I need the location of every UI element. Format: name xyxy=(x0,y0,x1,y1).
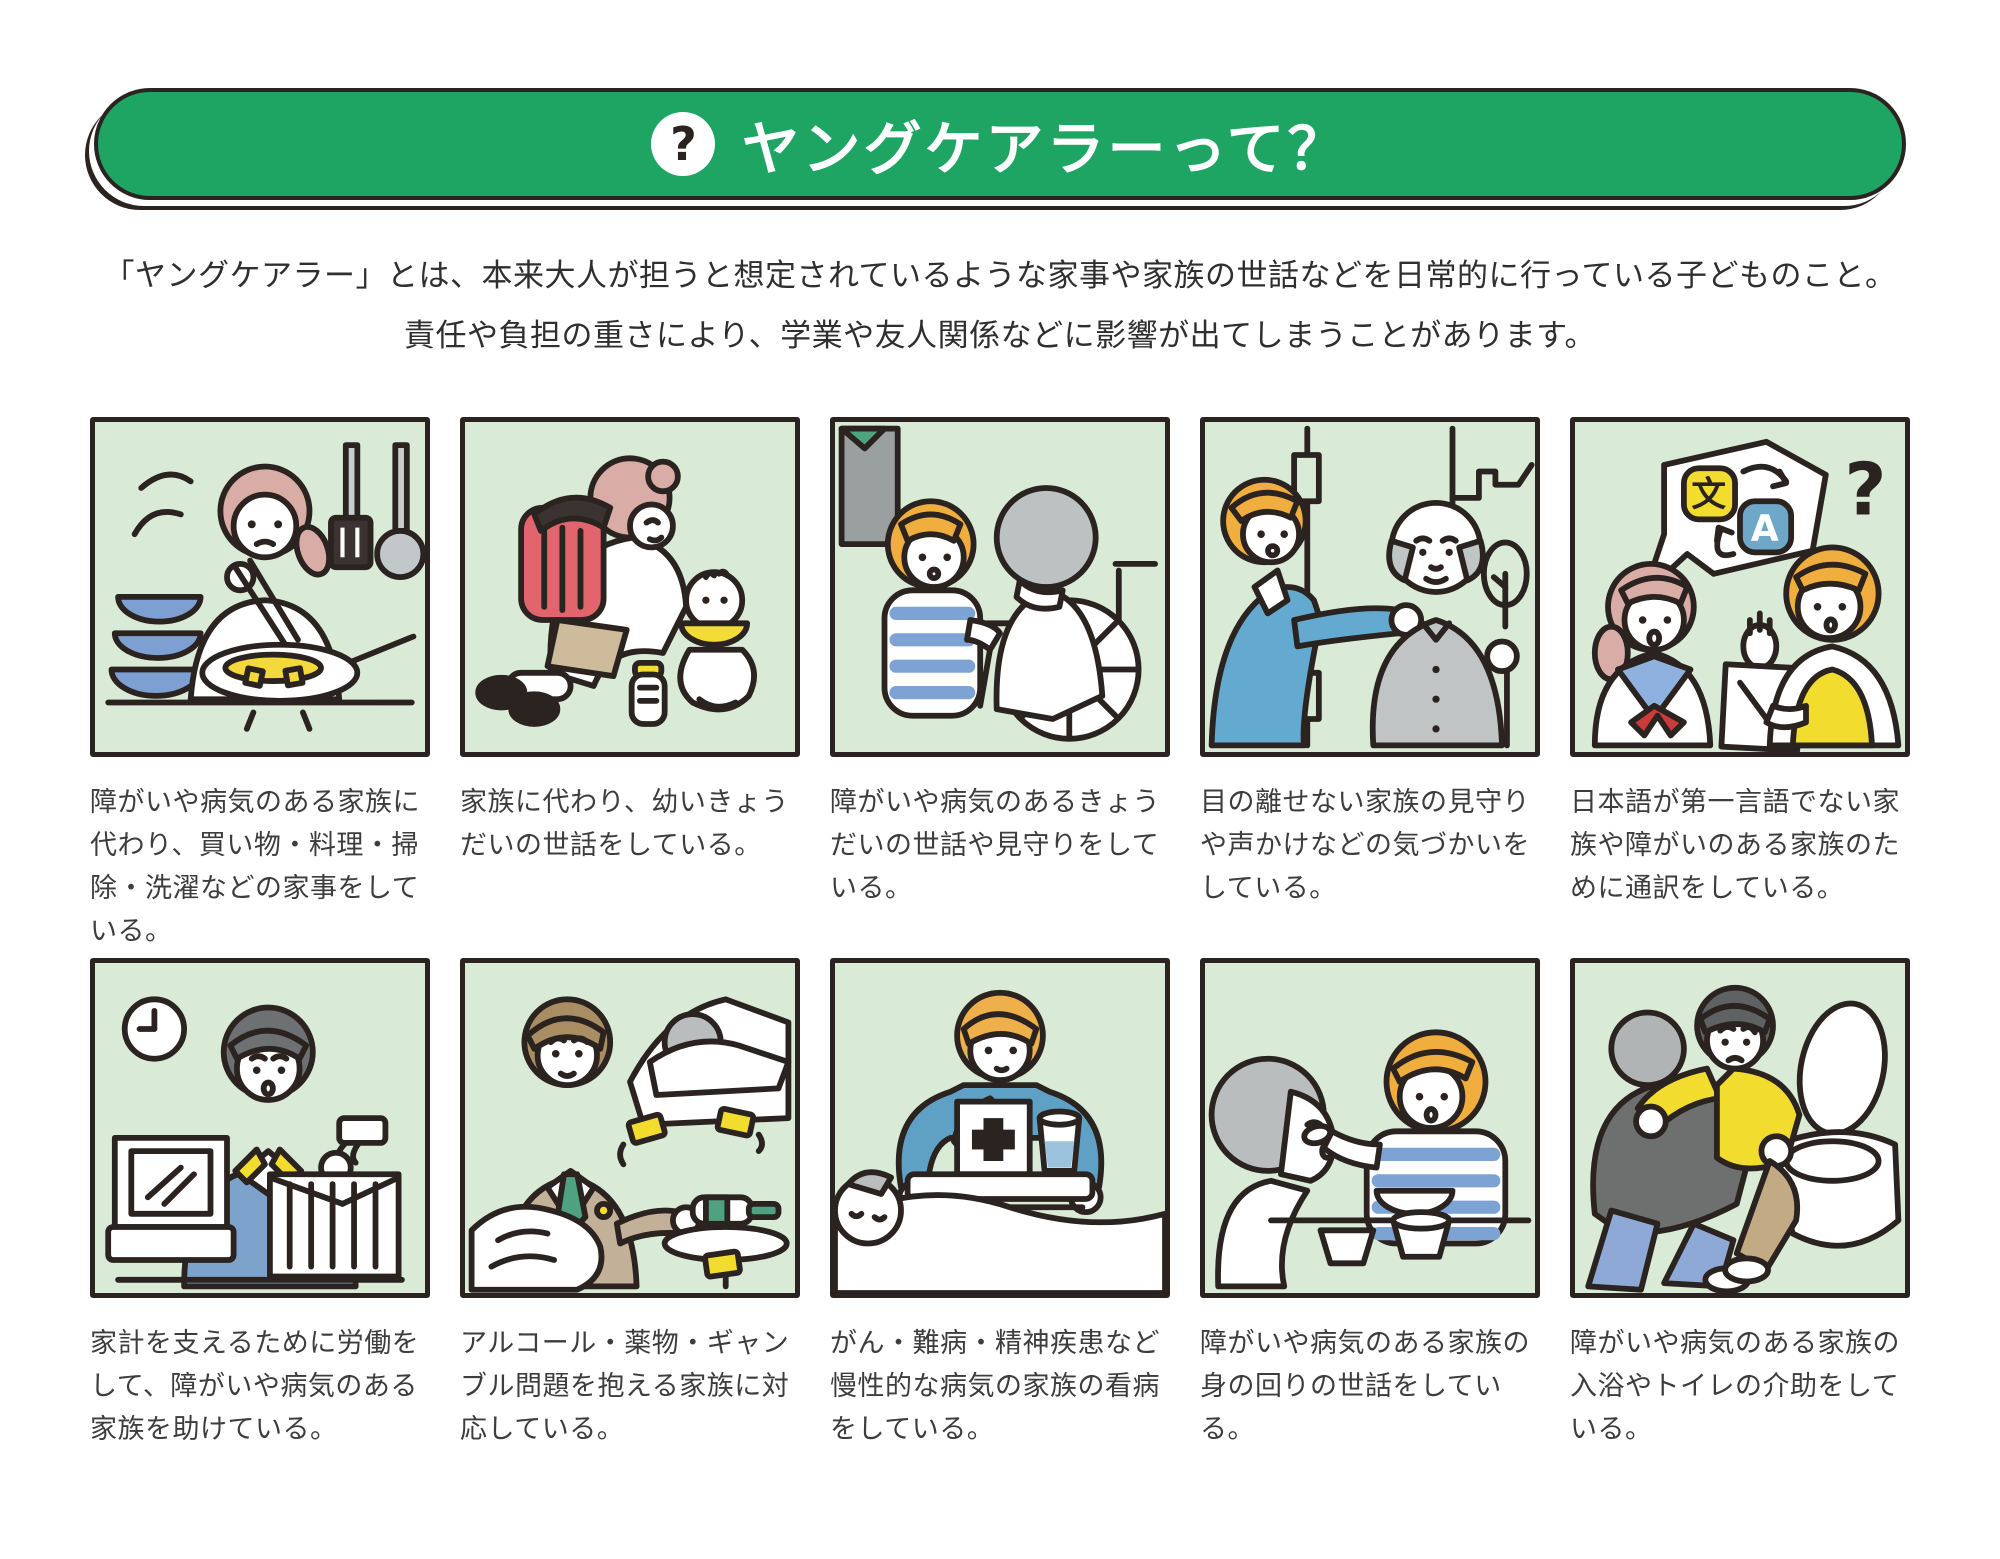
panel-bathing-toilet-assist: 障がいや病気のある家族の入浴やトイレの介助をしている。 xyxy=(1570,957,1910,1472)
panel-watching-over-family: 目の離せない家族の見守りや声かけなどの気づかいをしている。 xyxy=(1200,416,1540,954)
svg-text:?: ? xyxy=(1844,448,1886,532)
cooking-housework-illustration xyxy=(90,416,430,757)
wheelchair-sibling-care-illustration xyxy=(830,416,1170,757)
nursing-chronic-illness-illustration xyxy=(830,957,1170,1298)
bathing-toilet-assist-illustration xyxy=(1570,957,1910,1298)
intro-text: 「ヤングケアラー」とは、本来大人が担うと想定されているような家事や家族の世話など… xyxy=(0,246,2000,367)
babysitting-sibling-illustration xyxy=(460,416,800,757)
intro-line-1: 「ヤングケアラー」とは、本来大人が担うと想定されているような家事や家族の世話など… xyxy=(103,258,1897,294)
panel-cooking-housework: 障がいや病気のある家族に代わり、買い物・料理・掃除・洗濯などの家事をしている。 xyxy=(90,416,430,954)
panel-caption: 障がいや病気のある家族の入浴やトイレの介助をしている。 xyxy=(1570,1327,1900,1445)
page-title: ヤングケアラーって？ xyxy=(741,115,1349,183)
panel-alcohol-drug-gambling-problem: アルコール・薬物・ギャンブル問題を抱える家族に対応している。 xyxy=(460,957,800,1472)
panel-caption: 日本語が第一言語でない家族や障がいのある家族のために通訳をしている。 xyxy=(1570,786,1900,905)
panel-working-to-support-family: 家計を支えるために労働をして、障がいや病気のある家族を助けている。 xyxy=(90,957,430,1472)
panel-caption: がん・難病・精神疾患など慢性的な病気の家族の看病をしている。 xyxy=(830,1327,1160,1445)
daily-personal-care-illustration xyxy=(1200,957,1540,1298)
question-icon: ? xyxy=(651,112,716,176)
svg-text:A: A xyxy=(1751,507,1779,550)
panel-caption: 家族に代わり、幼いきょうだいの世話をしている。 xyxy=(460,786,789,862)
panel-nursing-chronic-illness: がん・難病・精神疾患など慢性的な病気の家族の看病をしている。 xyxy=(830,957,1170,1472)
header-banner: ? ヤングケアラーって？ xyxy=(94,88,1906,200)
panel-wheelchair-sibling-care: 障がいや病気のあるきょうだいの世話や見守りをしている。 xyxy=(830,416,1170,954)
panels-grid: 障がいや病気のある家族に代わり、買い物・料理・掃除・洗濯などの家事をしている。 xyxy=(90,416,1910,1472)
question-glyph: ? xyxy=(670,117,697,171)
panel-caption: 障がいや病気のある家族の身の回りの世話をしている。 xyxy=(1200,1327,1530,1445)
panel-interpreting-for-family: 文 A ? xyxy=(1570,416,1910,954)
alcohol-drug-gambling-problem-illustration xyxy=(460,957,800,1298)
panel-caption: 障がいや病気のあるきょうだいの世話や見守りをしている。 xyxy=(830,786,1160,905)
working-to-support-family-illustration xyxy=(90,957,430,1298)
svg-text:文: 文 xyxy=(1691,475,1726,515)
interpreting-for-family-illustration: 文 A ? xyxy=(1570,416,1910,757)
panel-daily-personal-care: 障がいや病気のある家族の身の回りの世話をしている。 xyxy=(1200,957,1540,1472)
panel-caption: 障がいや病気のある家族に代わり、買い物・料理・掃除・洗濯などの家事をしている。 xyxy=(90,786,420,948)
panel-caption: 目の離せない家族の見守りや声かけなどの気づかいをしている。 xyxy=(1200,786,1530,905)
watching-over-family-illustration xyxy=(1200,416,1540,757)
panel-babysitting-sibling: 家族に代わり、幼いきょうだいの世話をしている。 xyxy=(460,416,800,954)
panel-caption: アルコール・薬物・ギャンブル問題を抱える家族に対応している。 xyxy=(460,1327,790,1445)
panel-caption: 家計を支えるために労働をして、障がいや病気のある家族を助けている。 xyxy=(90,1327,420,1445)
intro-line-2: 責任や負担の重さにより、学業や友人関係などに影響が出てしまうことがあります。 xyxy=(403,318,1597,355)
